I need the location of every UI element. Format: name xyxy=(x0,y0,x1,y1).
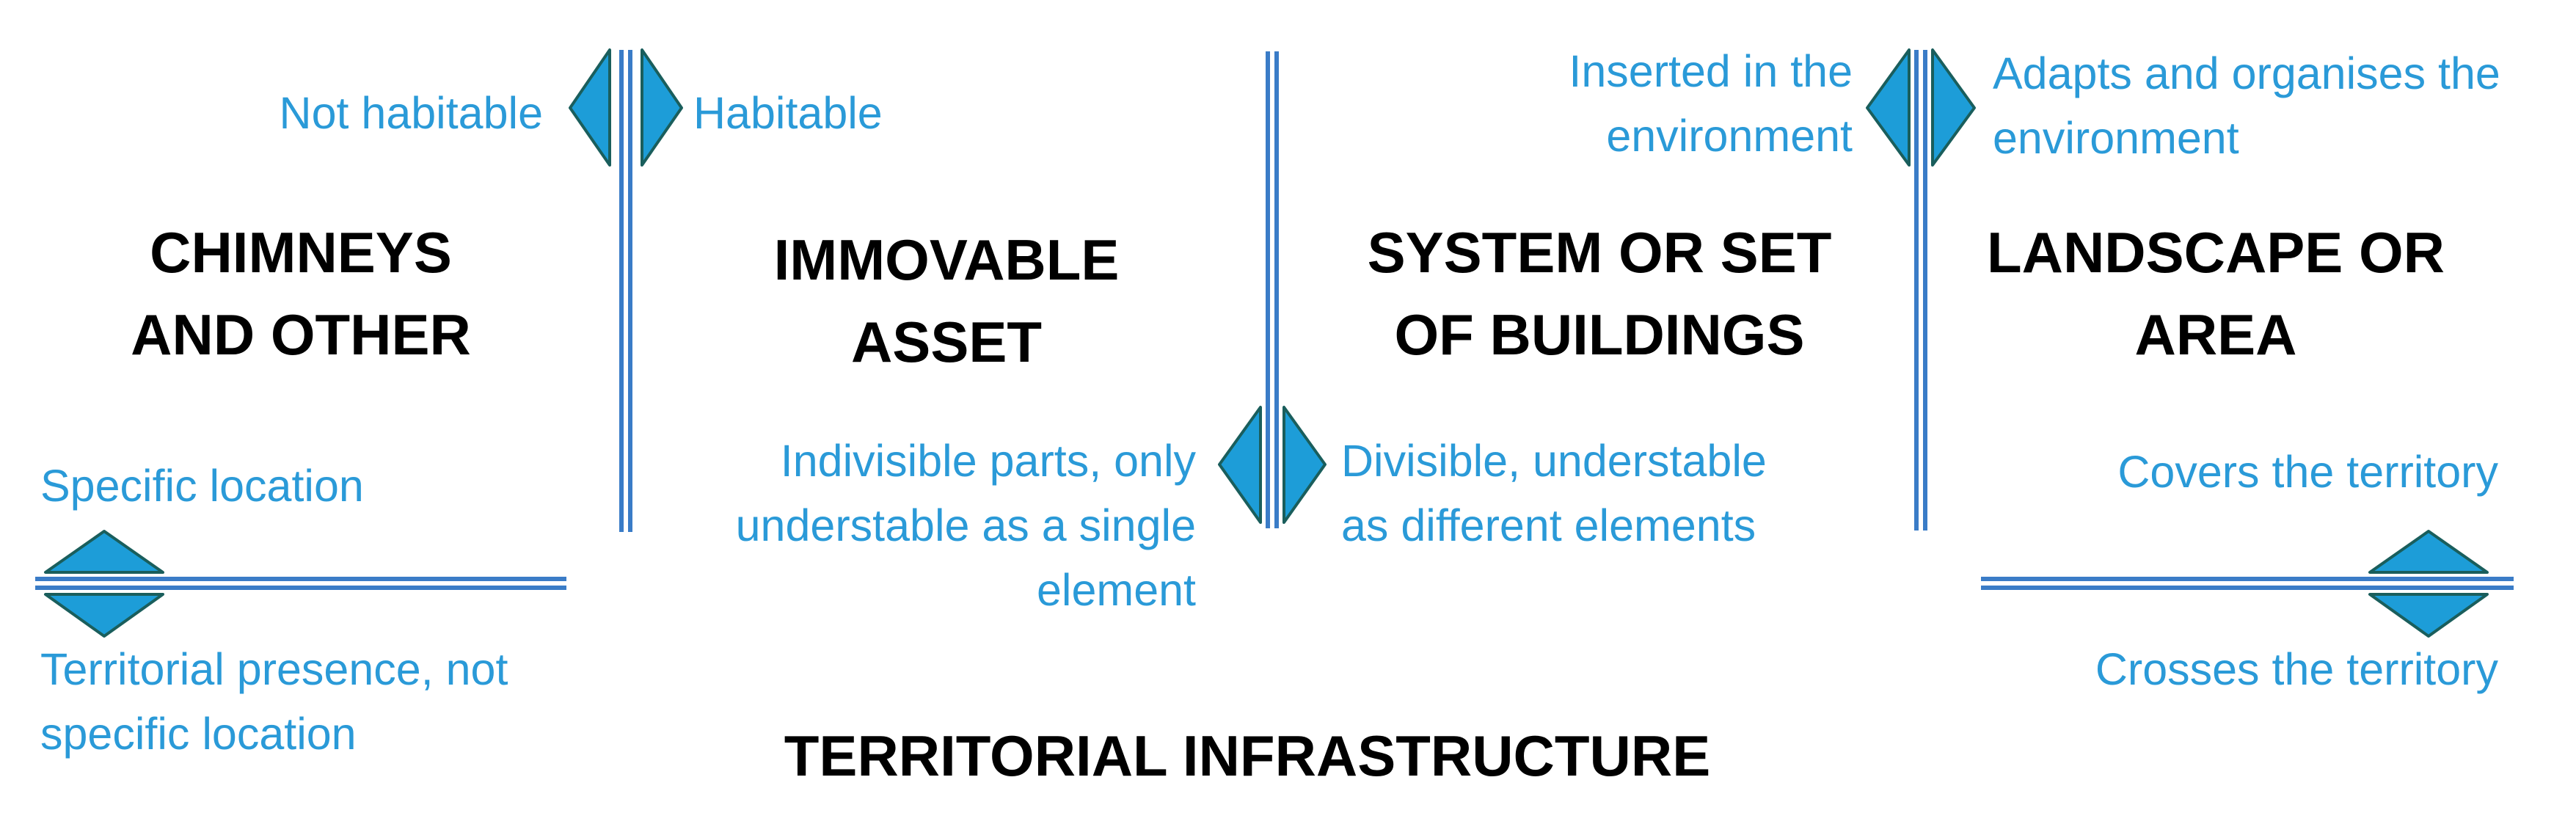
label-inserted-in-environment: Inserted in the environment xyxy=(1569,46,1853,161)
category-chimneys-and-other: CHIMNEYS AND OTHER xyxy=(131,220,471,367)
divider-habitability xyxy=(619,50,632,532)
divider-environment xyxy=(1914,50,1927,531)
location-arrow-icon xyxy=(44,530,164,638)
divider-territory xyxy=(1981,577,2514,590)
environment-arrow-icon xyxy=(1866,48,1976,167)
label-covers-the-territory: Covers the territory xyxy=(2117,447,2498,497)
divisibility-arrow-icon xyxy=(1218,406,1327,524)
label-crosses-the-territory: Crosses the territory xyxy=(2095,644,2498,694)
category-system-or-set-of-buildings: SYSTEM OR SET OF BUILDINGS xyxy=(1367,220,1832,367)
label-territorial-presence: Territorial presence, not specific locat… xyxy=(40,644,508,759)
label-adapts-and-organises: Adapts and organises the environment xyxy=(1993,48,2500,163)
divider-location xyxy=(35,577,566,590)
label-habitable: Habitable xyxy=(693,88,883,138)
label-indivisible-parts: Indivisible parts, only understable as a… xyxy=(735,436,1196,615)
category-immovable-asset: IMMOVABLE ASSET xyxy=(773,227,1120,374)
label-divisible: Divisible, understable as different elem… xyxy=(1341,436,1767,550)
category-landscape-or-area: LANDSCAPE OR AREA xyxy=(1986,220,2445,367)
divider-divisibility xyxy=(1266,51,1279,528)
label-not-habitable: Not habitable xyxy=(279,88,543,138)
territory-arrow-icon xyxy=(2368,530,2489,638)
habitability-arrow-icon xyxy=(569,48,683,167)
category-territorial-infrastructure: TERRITORIAL INFRASTRUCTURE xyxy=(784,723,1711,788)
label-specific-location: Specific location xyxy=(40,461,364,511)
